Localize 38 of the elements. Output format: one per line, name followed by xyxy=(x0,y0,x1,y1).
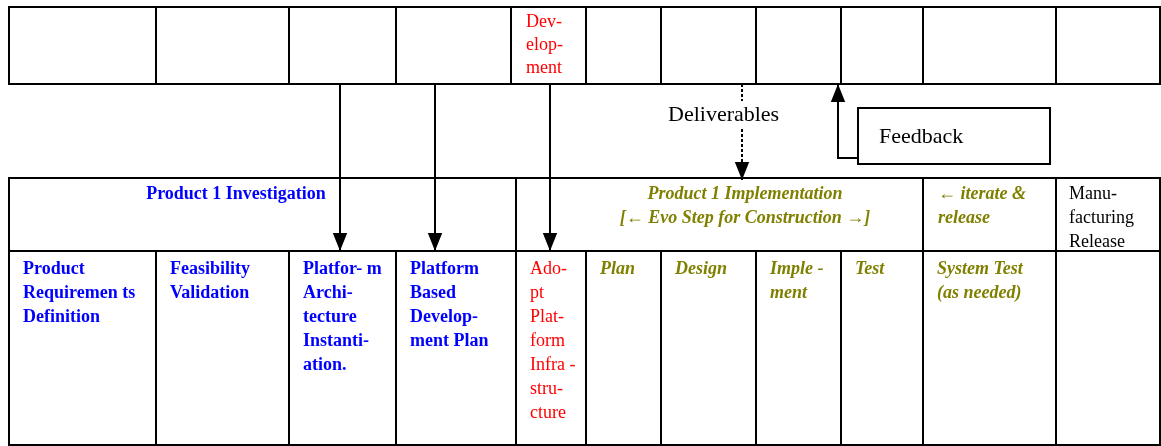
step-label: Design xyxy=(675,257,728,280)
step-label: Plan xyxy=(600,257,636,280)
step-label: Feasibility Validation xyxy=(170,257,251,304)
phase-heading: ← iterate & release xyxy=(938,182,1027,229)
arrow xyxy=(332,83,348,252)
table-cell xyxy=(755,6,842,85)
table-cell xyxy=(8,6,157,85)
step-label: Platfor- m Archi- tecture Instanti- ation. xyxy=(303,257,383,376)
table-cell xyxy=(585,6,662,85)
phase-heading: Product 1 Implementation xyxy=(646,182,844,205)
step-label: Product Requiremen ts Definition xyxy=(23,257,137,328)
feedback-box xyxy=(857,107,1051,165)
edge-label: Deliverables xyxy=(666,101,782,127)
table-cell xyxy=(155,6,290,85)
table-cell xyxy=(510,6,587,85)
step-label: Test xyxy=(855,257,886,280)
arrow xyxy=(427,83,443,252)
header-cell xyxy=(1055,177,1161,252)
table-cell xyxy=(660,6,757,85)
phase-heading: [← Evo Step for Construction →] xyxy=(618,206,872,229)
arrow xyxy=(734,83,750,181)
table-cell xyxy=(1055,250,1161,446)
table-cell xyxy=(840,6,924,85)
table-cell xyxy=(288,6,397,85)
arrow xyxy=(830,83,858,159)
step-label: Imple -ment xyxy=(770,257,825,304)
table-cell xyxy=(8,250,157,446)
step-label: Platform Based Develop- ment Plan xyxy=(410,257,490,352)
box-label: Feedback xyxy=(879,123,965,149)
cell-text: Dev- elop- ment xyxy=(526,10,564,79)
table-cell xyxy=(1055,6,1161,85)
table-cell xyxy=(922,6,1057,85)
phase-heading: Manu- facturing Release xyxy=(1069,182,1135,253)
table-cell xyxy=(395,6,512,85)
phase-heading: Product 1 Investigation xyxy=(145,182,327,205)
step-label: System Test (as needed) xyxy=(937,257,1024,304)
arrow xyxy=(542,83,558,252)
step-label: Ado- pt Plat- form Infra - stru- cture xyxy=(530,257,577,424)
